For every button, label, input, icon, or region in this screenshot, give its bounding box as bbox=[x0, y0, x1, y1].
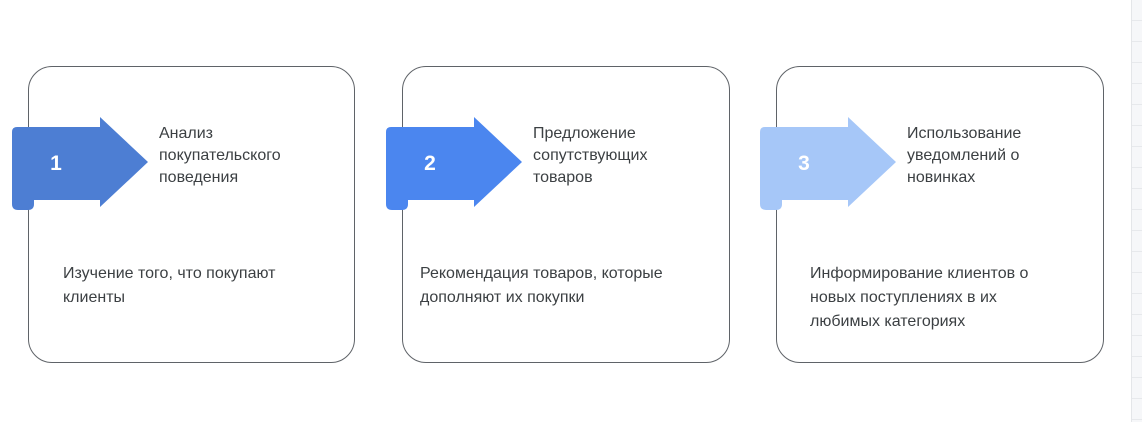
step-number: 1 bbox=[50, 151, 62, 175]
step-title-line: покупательского bbox=[159, 147, 281, 164]
step-description: Рекомендация товаров, которые дополняют … bbox=[420, 262, 725, 310]
step-description-line: новых поступлениях в их bbox=[810, 289, 997, 306]
arrow-body bbox=[12, 117, 148, 207]
step-description-line: клиенты bbox=[63, 289, 126, 306]
step-title-line: сопутствующих bbox=[533, 147, 648, 164]
step-title-line: Анализ bbox=[159, 125, 214, 142]
step-number: 3 bbox=[798, 151, 810, 175]
arrow-right-icon bbox=[760, 117, 896, 210]
step-title-line: уведомлений о bbox=[907, 147, 1020, 164]
step-description-line: Изучение того, что покупают bbox=[63, 265, 276, 282]
step-card-2: 2 Предложение сопутствующих товаров Реко… bbox=[386, 66, 730, 363]
step-description-line: Информирование клиентов о bbox=[810, 265, 1029, 282]
step-description: Изучение того, что покупают клиенты bbox=[63, 262, 358, 310]
step-title: Предложение сопутствующих товаров bbox=[533, 123, 723, 189]
step-title-line: Предложение bbox=[533, 125, 636, 142]
step-description-line: Рекомендация товаров, которые bbox=[420, 265, 663, 282]
arrow-body bbox=[386, 117, 522, 207]
step-card-3: 3 Использование уведомлений о новинках И… bbox=[760, 66, 1104, 363]
step-title-line: Использование bbox=[907, 125, 1022, 142]
step-description-line: любимых категориях bbox=[810, 313, 966, 330]
step-description-line: дополняют их покупки bbox=[420, 289, 585, 306]
step-title: Анализ покупательского поведения bbox=[159, 123, 349, 189]
step-number: 2 bbox=[424, 151, 436, 175]
arrow-right-icon bbox=[386, 117, 522, 210]
step-title-line: поведения bbox=[159, 169, 239, 186]
step-card-1: 1 Анализ покупательского поведения Изуче… bbox=[12, 66, 358, 363]
step-title: Использование уведомлений о новинках bbox=[907, 123, 1097, 189]
arrow-right-icon bbox=[12, 117, 148, 210]
spreadsheet-grid-strip bbox=[1131, 0, 1142, 422]
step-description: Информирование клиентов о новых поступле… bbox=[810, 262, 1100, 334]
step-title-line: товаров bbox=[533, 169, 593, 186]
step-title-line: новинках bbox=[907, 169, 976, 186]
arrow-body bbox=[760, 117, 896, 207]
